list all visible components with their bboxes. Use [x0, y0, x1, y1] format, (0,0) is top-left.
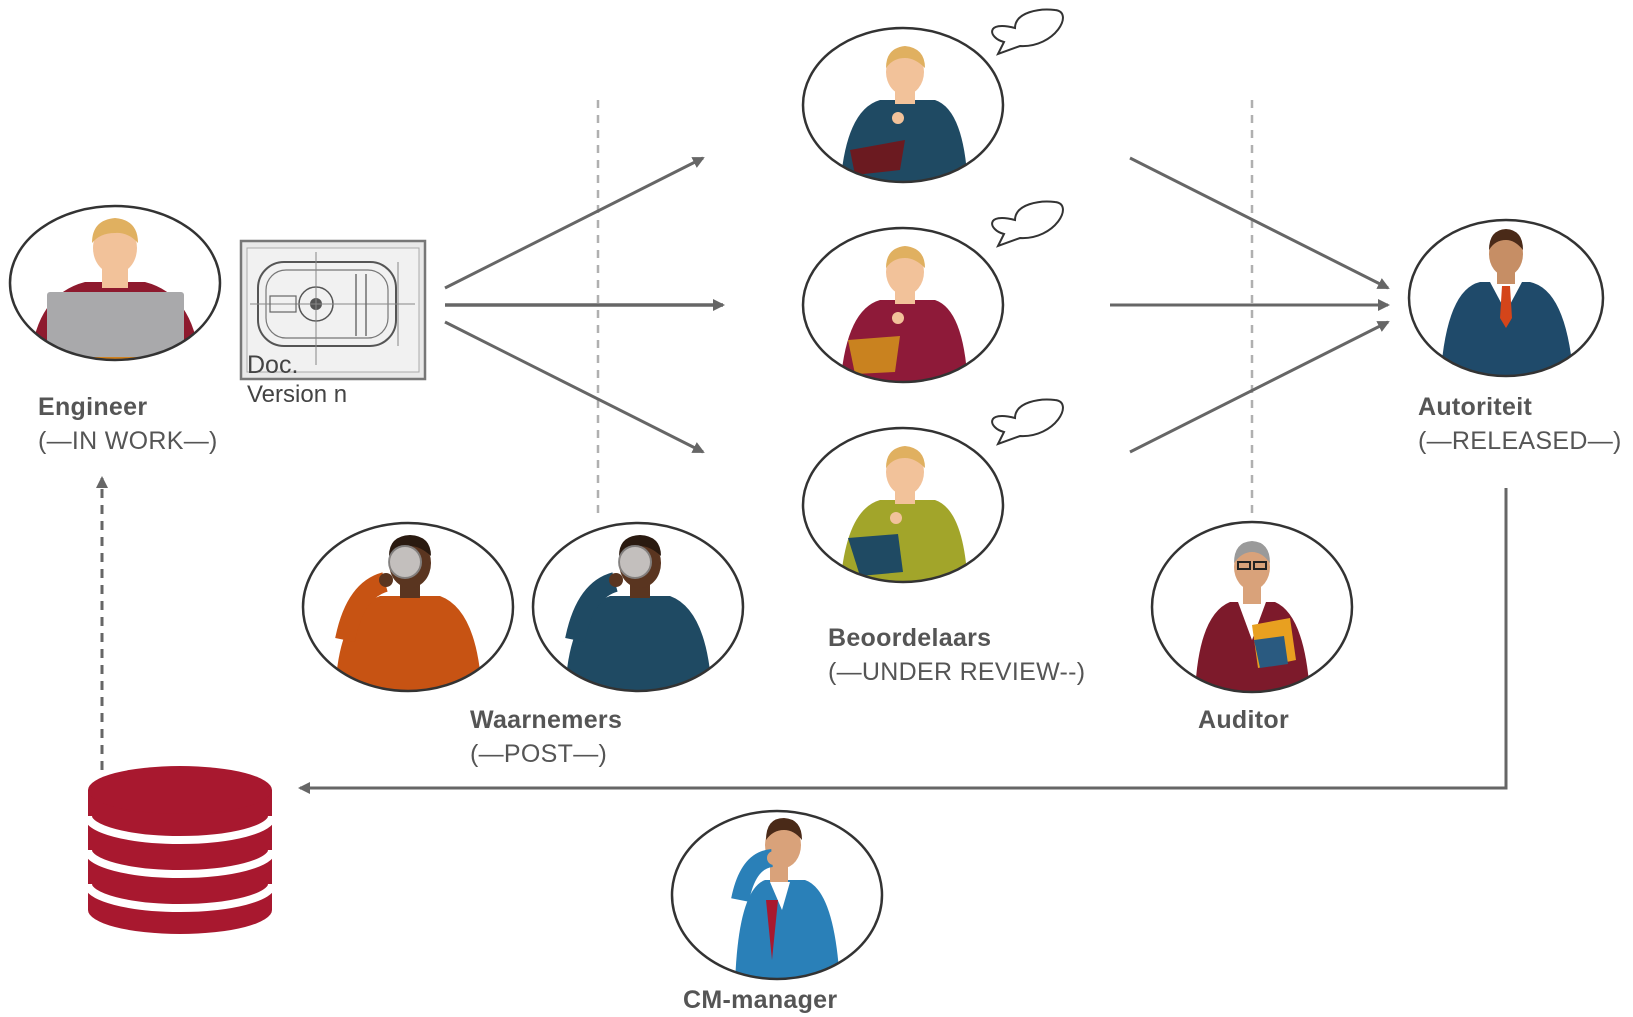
arrow-to-reviewer-1 [444, 156, 705, 290]
reviewer-clipboard-icon [801, 226, 1005, 384]
arrow-from-reviewer-1 [1129, 156, 1390, 290]
reviewer-clipboard-icon [801, 426, 1005, 584]
observers-name: Waarnemers [470, 706, 623, 734]
observers-state: (—POST—) [470, 740, 608, 768]
reviewers-name: Beoordelaars [828, 624, 992, 652]
document-title: Doc. [247, 351, 299, 379]
arrow-from-reviewer-3 [1129, 320, 1390, 454]
drawing-document-icon [239, 239, 427, 381]
suit-person-icon [1407, 218, 1605, 378]
document-label: Doc. [247, 350, 298, 380]
observers-label: Waarnemers (—POST—) [470, 703, 622, 771]
engineer-label: Engineer (—IN WORK—) [38, 390, 218, 458]
speech-bubble-icon [991, 398, 1064, 446]
engineer-avatar [8, 204, 222, 362]
authority-name: Autoriteit [1418, 393, 1533, 421]
authority-label: Autoriteit (—RELEASED—) [1418, 390, 1622, 458]
cm-manager-name: CM-manager [683, 986, 838, 1014]
engineer-name: Engineer [38, 393, 148, 421]
cm-manager-label: CM-manager [683, 983, 837, 1017]
auditor-name: Auditor [1198, 706, 1289, 734]
auditor-icon [1150, 520, 1354, 694]
thinking-person-icon [670, 809, 884, 981]
magnifier-person-icon [531, 521, 745, 693]
speech-bubble-icon [991, 200, 1064, 248]
authority-state: (—RELEASED—) [1418, 427, 1622, 455]
arrow-release-to-database [298, 488, 1508, 794]
reviewer-clipboard-icon [801, 26, 1005, 184]
arrow-to-reviewer-3 [444, 320, 705, 454]
database-icon [84, 766, 276, 934]
magnifier-person-icon [301, 521, 515, 693]
reviewers-state: (—UNDER REVIEW--) [828, 658, 1086, 686]
document-version-text: Version n [247, 381, 348, 408]
speech-bubble-icon [991, 8, 1064, 56]
auditor-label: Auditor [1198, 703, 1289, 737]
document-version: Version n [247, 380, 347, 410]
engineer-state: (—IN WORK—) [38, 427, 218, 455]
reviewers-label: Beoordelaars (—UNDER REVIEW--) [828, 621, 1085, 689]
